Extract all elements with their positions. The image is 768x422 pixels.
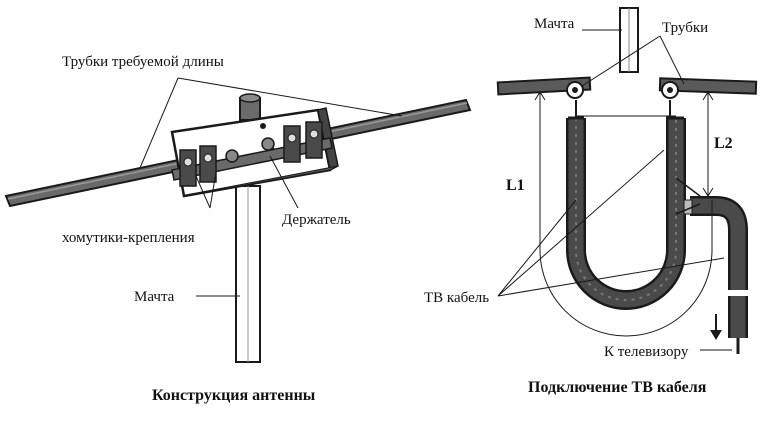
dimension-l1 bbox=[534, 91, 713, 337]
dimension-l2 bbox=[702, 91, 714, 197]
label-l2: L2 bbox=[714, 135, 733, 152]
clamp-left bbox=[179, 145, 239, 187]
mast-top bbox=[239, 93, 261, 121]
label-holder: Держатель bbox=[282, 212, 351, 228]
leader-lines-right bbox=[497, 29, 732, 351]
tv-cable-feed bbox=[683, 196, 752, 354]
label-tv-cable: ТВ кабель bbox=[424, 290, 489, 306]
clamp-right bbox=[261, 121, 323, 163]
label-to-tv: К телевизору bbox=[604, 344, 689, 360]
label-mast-right: Мачта bbox=[534, 16, 575, 32]
antenna-construction-figure: Трубки требуемой длины хомутики-креплени… bbox=[4, 54, 472, 404]
tv-cable-u-loop bbox=[566, 100, 686, 310]
cable-connection-figure: Мачта Трубки L1 L2 ТВ кабель К телевизор… bbox=[424, 7, 758, 396]
label-tubes-required-length: Трубки требуемой длины bbox=[62, 54, 224, 70]
caption-antenna-construction: Конструкция антенны bbox=[152, 387, 316, 404]
leader-lines-left bbox=[139, 77, 403, 297]
arrow-down-icon bbox=[710, 314, 722, 340]
tubes-right bbox=[496, 76, 758, 99]
caption-cable-connection: Подключение ТВ кабеля bbox=[528, 379, 707, 396]
label-mast-left: Мачта bbox=[134, 289, 175, 305]
mast-right bbox=[619, 7, 639, 73]
label-l1: L1 bbox=[506, 177, 525, 194]
label-tubes: Трубки bbox=[662, 20, 708, 36]
junction-wires bbox=[675, 177, 701, 215]
label-clamps: хомутики-крепления bbox=[62, 230, 195, 246]
mast bbox=[235, 185, 261, 363]
